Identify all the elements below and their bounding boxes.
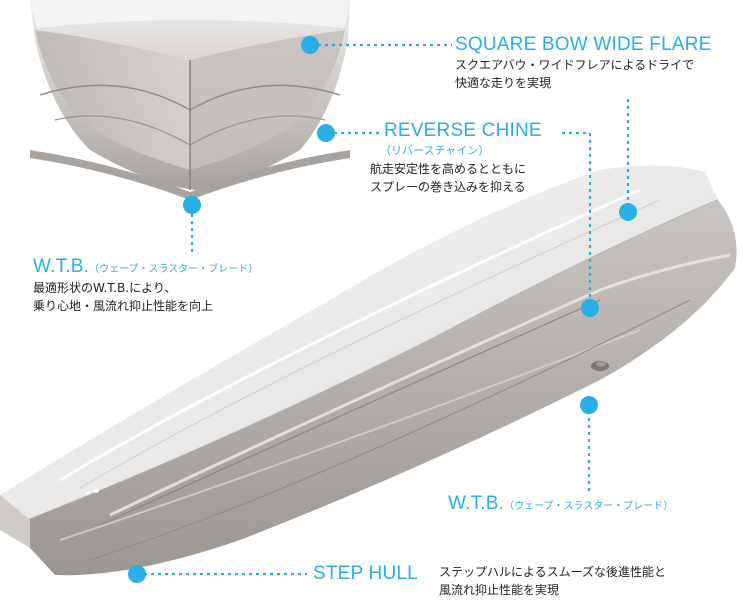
reverse-chine-desc-line-1: 航走安定性を高めるとともに bbox=[370, 162, 527, 176]
wtb-left-desc-line-1: 最適形状のW.T.B.により、 bbox=[33, 281, 177, 295]
step-hull-title: STEP HULL bbox=[313, 563, 418, 584]
wtb-left-desc-line-2: 乗り心地・風流れ抑止性能を向上 bbox=[33, 299, 214, 313]
dot-wtb-right bbox=[580, 396, 598, 414]
dot-reverse-chine-hull bbox=[581, 299, 599, 317]
reverse-chine-desc-line-2: スプレーの巻き込みを抑える bbox=[370, 180, 526, 194]
step-hull-desc-line-1: ステップハルによるスムーズな後進性能と bbox=[439, 565, 667, 579]
dot-step-hull bbox=[128, 565, 146, 583]
reverse-chine-subtitle: （リバースチャイン） bbox=[380, 144, 490, 157]
wtb-left-title: W.T.B. bbox=[33, 256, 90, 277]
step-hull-desc: ステップハルによるスムーズな後進性能と 風流れ抑止性能を実現 bbox=[439, 563, 666, 599]
wtb-left-subtitle: （ウェーブ・スラスター・ブレード） bbox=[89, 264, 259, 275]
square-bow-desc: スクエアバウ・ワイドフレアによるドライで 快適な走りを実現 bbox=[455, 56, 694, 92]
callout-dots bbox=[128, 36, 637, 583]
leader-reverse-chine-vertical bbox=[562, 131, 592, 305]
square-bow-desc-line-1: スクエアバウ・ワイドフレアによるドライで bbox=[455, 58, 695, 72]
wtb-right-subtitle: （ウェーブ・スラスター・ブレード） bbox=[504, 501, 674, 512]
wtb-right-heading: W.T.B.（ウェーブ・スラスター・ブレード） bbox=[448, 493, 673, 515]
bow-front-view bbox=[30, 0, 350, 200]
wtb-left-desc: 最適形状のW.T.B.により、 乗り心地・風流れ抑止性能を向上 bbox=[33, 279, 213, 315]
dot-wtb-left bbox=[183, 196, 201, 214]
main-hull bbox=[0, 165, 737, 576]
wtb-left-heading: W.T.B.（ウェーブ・スラスター・ブレード） bbox=[33, 256, 258, 278]
wtb-right-title: W.T.B. bbox=[448, 493, 505, 514]
dot-square-bow-hull bbox=[619, 203, 637, 221]
reverse-chine-title: REVERSE CHINE bbox=[384, 120, 542, 141]
square-bow-title: SQUARE BOW WIDE FLARE bbox=[455, 34, 712, 55]
leader-lines bbox=[137, 43, 630, 576]
dot-reverse-chine bbox=[317, 124, 335, 142]
step-hull-desc-line-2: 風流れ抑止性能を実現 bbox=[439, 583, 560, 597]
square-bow-desc-line-2: 快適な走りを実現 bbox=[455, 76, 552, 90]
reverse-chine-desc: 航走安定性を高めるとともに スプレーの巻き込みを抑える bbox=[370, 160, 526, 196]
dot-square-bow bbox=[301, 36, 319, 54]
